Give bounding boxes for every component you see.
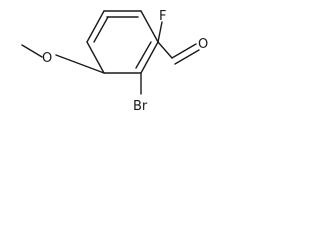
atom-label-methoxy-oxygen: O — [42, 51, 52, 66]
molecule-structure-diagram: F O Br O — [21, 9, 208, 114]
ring-bond-bottom-right — [140, 41, 159, 74]
ring-bond-bottom-left — [86, 41, 105, 74]
atom-label-bromine: Br — [133, 99, 148, 114]
atom-label-aldehyde-oxygen: O — [198, 37, 208, 52]
bond-ring-aldehyde-carbon — [157, 41, 173, 59]
bond-aldehyde-double-outer — [171, 43, 197, 59]
bond-aldehyde-double-inner — [174, 49, 200, 65]
ring-double-bond-right-inner — [135, 41, 152, 69]
atom-label-fluorine: F — [159, 9, 166, 24]
ring-double-bond-left-inner — [93, 16, 109, 43]
ring-bond-top-left — [86, 10, 105, 43]
bond-carbon-methoxy-oxygen — [55, 54, 105, 74]
bond-methoxy-methyl — [21, 44, 43, 58]
ring-bond-top-right — [140, 10, 159, 43]
bond-carbon-fluorine — [157, 21, 163, 43]
